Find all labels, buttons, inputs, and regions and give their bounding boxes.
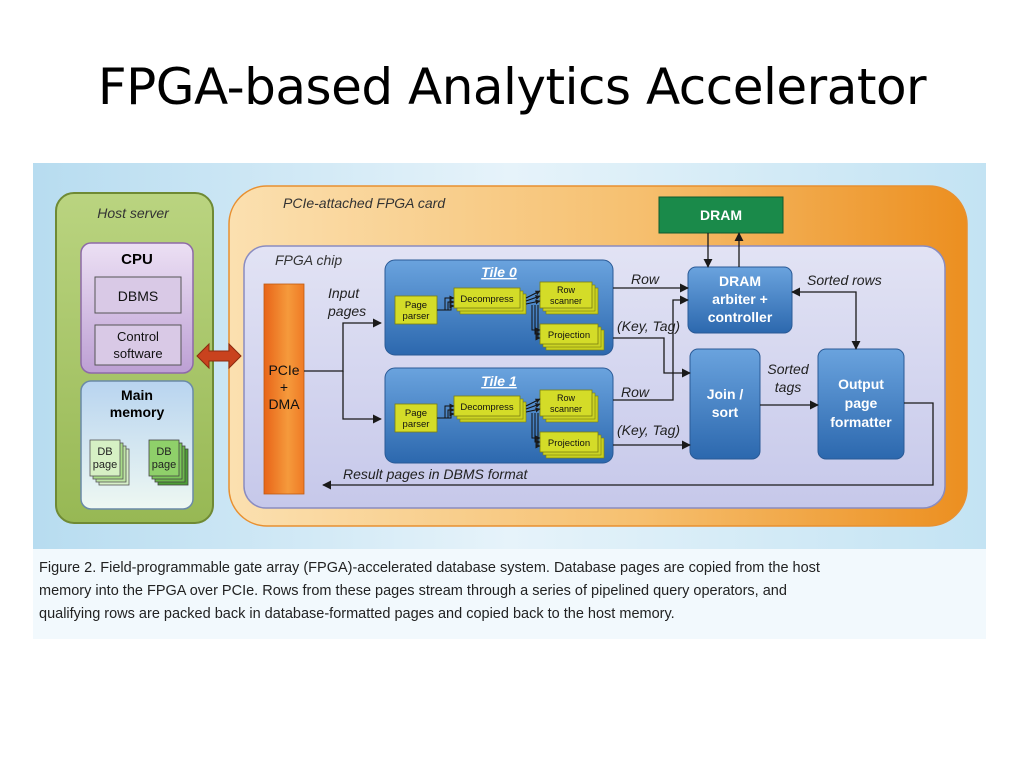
tile-1-title: Tile 1 [481, 373, 517, 389]
slide-title: FPGA-based Analytics Accelerator [97, 58, 927, 116]
dbms-label: DBMS [118, 288, 158, 304]
sorted-tags-line1: Sorted [767, 361, 809, 377]
tile-0-page-parser-line2: parser [403, 311, 430, 322]
tile-0-row-scanner [539, 281, 593, 309]
sorted-rows-label: Sorted rows [807, 272, 882, 288]
input-pages-line1: Input [328, 285, 360, 301]
join-sort-line1: Join / [707, 386, 744, 402]
db-page-stack-1: DB page [89, 439, 130, 486]
output-page-formatter: Output page formatter [817, 348, 905, 460]
tile-1-row-scanner-line2: scanner [550, 404, 582, 414]
tile-1: Tile 1 Page parser Decompress Row scanne… [384, 367, 614, 464]
figure: Host server CPU DBMS Control software Ma… [33, 163, 986, 639]
dataflow-arrows [322, 232, 934, 490]
sorted-tags-line2: tags [775, 379, 801, 395]
dbms-box [94, 276, 182, 314]
main-memory-box: Main memory DB page DB page [80, 380, 194, 510]
dram-box: DRAM [658, 196, 784, 234]
result-pages-label: Result pages in DBMS format [343, 466, 529, 482]
db-page-1-line1: DB [97, 446, 112, 458]
keytag-label-tile-0: (Key, Tag) [617, 318, 680, 334]
db-page-2-line1: DB [156, 446, 171, 458]
fpga-card-label: PCIe-attached FPGA card [283, 195, 446, 211]
db-page-1-line2: page [93, 459, 117, 471]
host-server: Host server CPU DBMS Control software Ma… [55, 192, 214, 524]
caption-background [33, 549, 986, 639]
dram-label: DRAM [700, 207, 742, 223]
cpu-title: CPU [121, 251, 153, 268]
pcie-dma-line3: DMA [268, 396, 300, 412]
output-formatter-line1: Output [838, 376, 884, 392]
tile-1-internal-arrows [437, 398, 541, 449]
control-software-line2: software [113, 346, 162, 361]
dram-arbiter-line1: DRAM [719, 273, 761, 289]
tile-0-page-parser-line1: Page [405, 300, 427, 311]
fpga-chip-label: FPGA chip [275, 252, 342, 268]
input-pages-arrows [304, 318, 382, 424]
output-formatter-line3: formatter [830, 414, 892, 430]
tile-1-projection-label: Projection [548, 438, 590, 449]
input-pages-line2: pages [327, 303, 366, 319]
tile-0-projection-label: Projection [548, 330, 590, 341]
db-page-stack-2: DB page [148, 439, 189, 486]
dram-arbiter-line3: controller [708, 309, 773, 325]
output-formatter-line2: page [845, 395, 878, 411]
caption-line-1: Figure 2. Field-programmable gate array … [39, 560, 820, 576]
join-sort-line2: sort [712, 404, 739, 420]
tile-1-page-parser [394, 403, 438, 433]
tile-0-title: Tile 0 [481, 264, 517, 280]
db-page-2-line2: page [152, 459, 176, 471]
tile-1-page-parser-line1: Page [405, 408, 427, 419]
control-software-box [94, 324, 182, 366]
host-server-label: Host server [97, 205, 170, 221]
fpga-system-diagram: Host server CPU DBMS Control software Ma… [33, 163, 986, 639]
dram-arbiter-controller: DRAM arbiter + controller [687, 266, 793, 334]
caption-line-3: qualifying rows are packed back in datab… [39, 606, 675, 622]
main-memory-line1: Main [121, 387, 153, 403]
main-memory-line2: memory [110, 404, 165, 420]
tile-0-decompress-label: Decompress [460, 294, 514, 305]
tile-1-decompress-label: Decompress [460, 402, 514, 413]
tile-0-row-scanner-line1: Row [557, 285, 576, 295]
tile-0-row-scanner-line2: scanner [550, 296, 582, 306]
pcie-dma-block: PCIe + DMA [263, 283, 305, 495]
caption-line-2: memory into the FPGA over PCIe. Rows fro… [39, 583, 787, 599]
pcie-dma-line1: PCIe [268, 362, 299, 378]
join-sort-block: Join / sort [689, 348, 761, 460]
tile-1-row-scanner-line1: Row [557, 393, 576, 403]
dram-arbiter-line2: arbiter + [712, 291, 768, 307]
control-software-line1: Control [117, 329, 159, 344]
row-label-tile-0: Row [631, 271, 660, 287]
pcie-dma-line2: + [280, 379, 288, 395]
keytag-label-tile-1: (Key, Tag) [617, 422, 680, 438]
tile-1-page-parser-line2: parser [403, 419, 430, 430]
tile-0-internal-arrows [437, 290, 541, 341]
tile-0: Tile 0 Page parser Decompress Row scanne… [384, 259, 614, 356]
figure-caption: Figure 2. Field-programmable gate array … [39, 560, 820, 622]
cpu-box: CPU DBMS Control software [80, 242, 194, 374]
host-fpga-link-arrow [196, 342, 242, 370]
row-label-tile-1: Row [621, 384, 650, 400]
